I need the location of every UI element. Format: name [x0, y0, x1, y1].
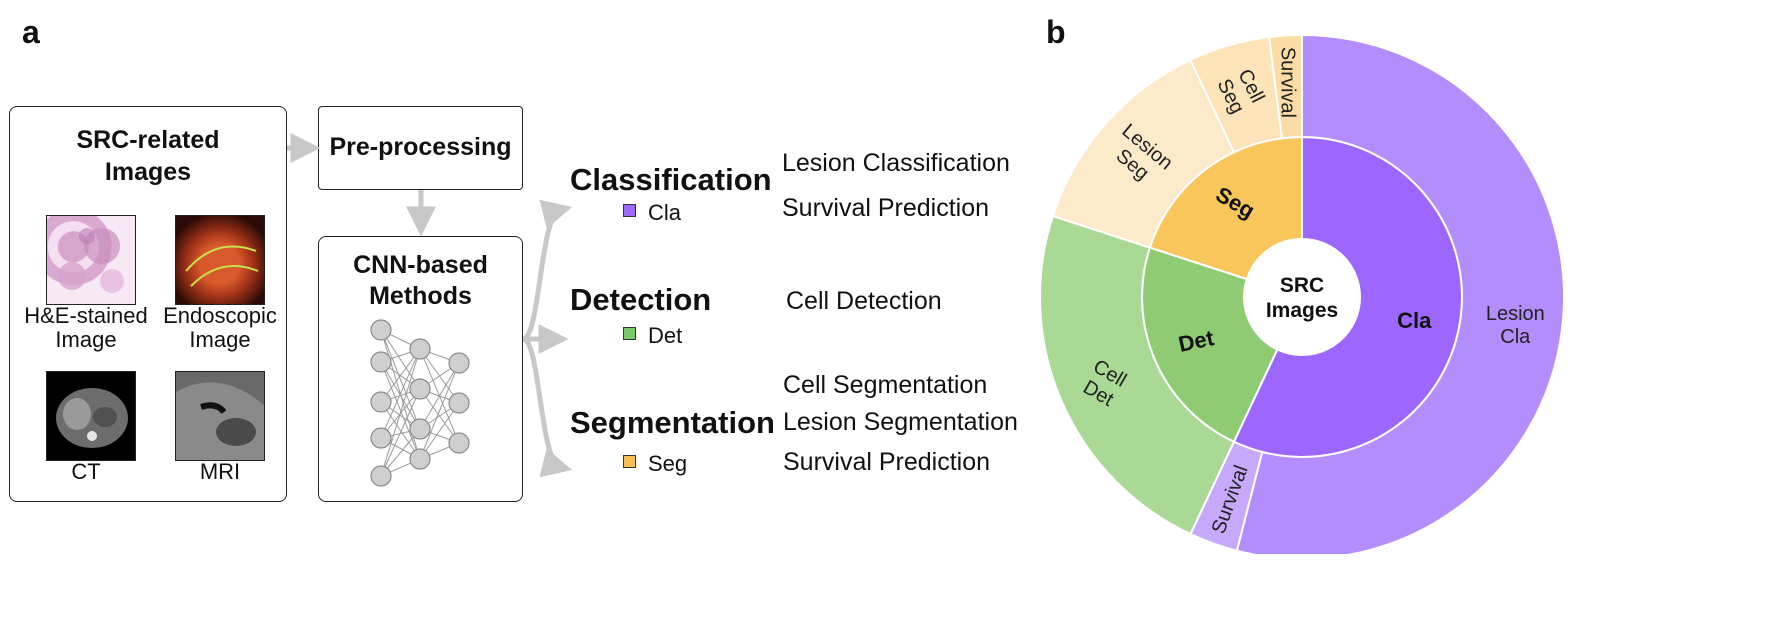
segmentation-title: Segmentation — [570, 405, 775, 440]
classification-title: Classification — [570, 162, 772, 197]
seg-legend-label: Seg — [648, 451, 688, 476]
he-texture-icon — [58, 228, 124, 293]
arrow-cnn-to-segmentation — [521, 336, 573, 478]
inner-label-cla: Cla — [1397, 308, 1432, 333]
task-survival-prediction-seg: Survival Prediction — [783, 448, 991, 476]
task-lesion-classification: Lesion Classification — [782, 149, 1010, 177]
cla-legend-swatch — [623, 204, 636, 217]
task-cell-segmentation: Cell Segmentation — [783, 371, 988, 399]
endoscopic-image-thumbnail — [175, 215, 265, 305]
det-legend-label: Det — [648, 323, 683, 348]
he-stained-label-line2: Image — [55, 327, 117, 352]
endoscopic-label-line1: Endoscopic — [163, 303, 277, 328]
ct-scan-icon — [56, 388, 128, 448]
outer-segment-0-lesion-cla — [1235, 33, 1565, 554]
preprocessing-box: Pre-processing — [318, 106, 523, 190]
endoscopic-lesion-icon — [185, 245, 259, 287]
ct-image-thumbnail — [46, 371, 136, 461]
center-circle — [1244, 239, 1360, 355]
panel-b-label: b — [1046, 14, 1066, 50]
outer-segment-5-survival — [1268, 33, 1303, 140]
images-box: SRC-related Images H&E-stained Image End… — [9, 106, 287, 502]
cnn-title-line1: CNN-based — [353, 251, 488, 279]
cla-legend-label: Cla — [648, 200, 682, 225]
he-stained-image-thumbnail — [46, 215, 136, 305]
mri-scan-icon — [176, 372, 264, 460]
preprocessing-title: Pre-processing — [329, 133, 512, 161]
endoscopic-label-line2: Image — [189, 327, 251, 352]
images-box-title-line2: Images — [104, 158, 192, 186]
arrow-cnn-to-classification — [521, 199, 573, 342]
cnn-title-line2: Methods — [369, 282, 472, 310]
mri-image-thumbnail — [175, 371, 265, 461]
outer-segment-2-cell-det — [1039, 214, 1236, 536]
ct-label: CT — [71, 459, 101, 484]
detection-title: Detection — [570, 282, 712, 317]
panel-a-label: a — [22, 14, 40, 50]
task-cell-detection: Cell Detection — [786, 287, 942, 315]
outer-label-5: Survival — [1277, 47, 1299, 118]
mri-label: MRI — [199, 459, 241, 484]
images-box-title-line1: SRC-related — [76, 126, 220, 154]
seg-legend-swatch — [623, 455, 636, 468]
he-stained-label-line1: H&E-stained — [24, 303, 148, 328]
cnn-box: CNN-based Methods — [318, 236, 523, 502]
det-legend-swatch — [623, 327, 636, 340]
task-survival-prediction-cla: Survival Prediction — [782, 194, 990, 222]
neural-network-icon — [370, 319, 470, 487]
task-lesion-segmentation: Lesion Segmentation — [783, 408, 1018, 436]
